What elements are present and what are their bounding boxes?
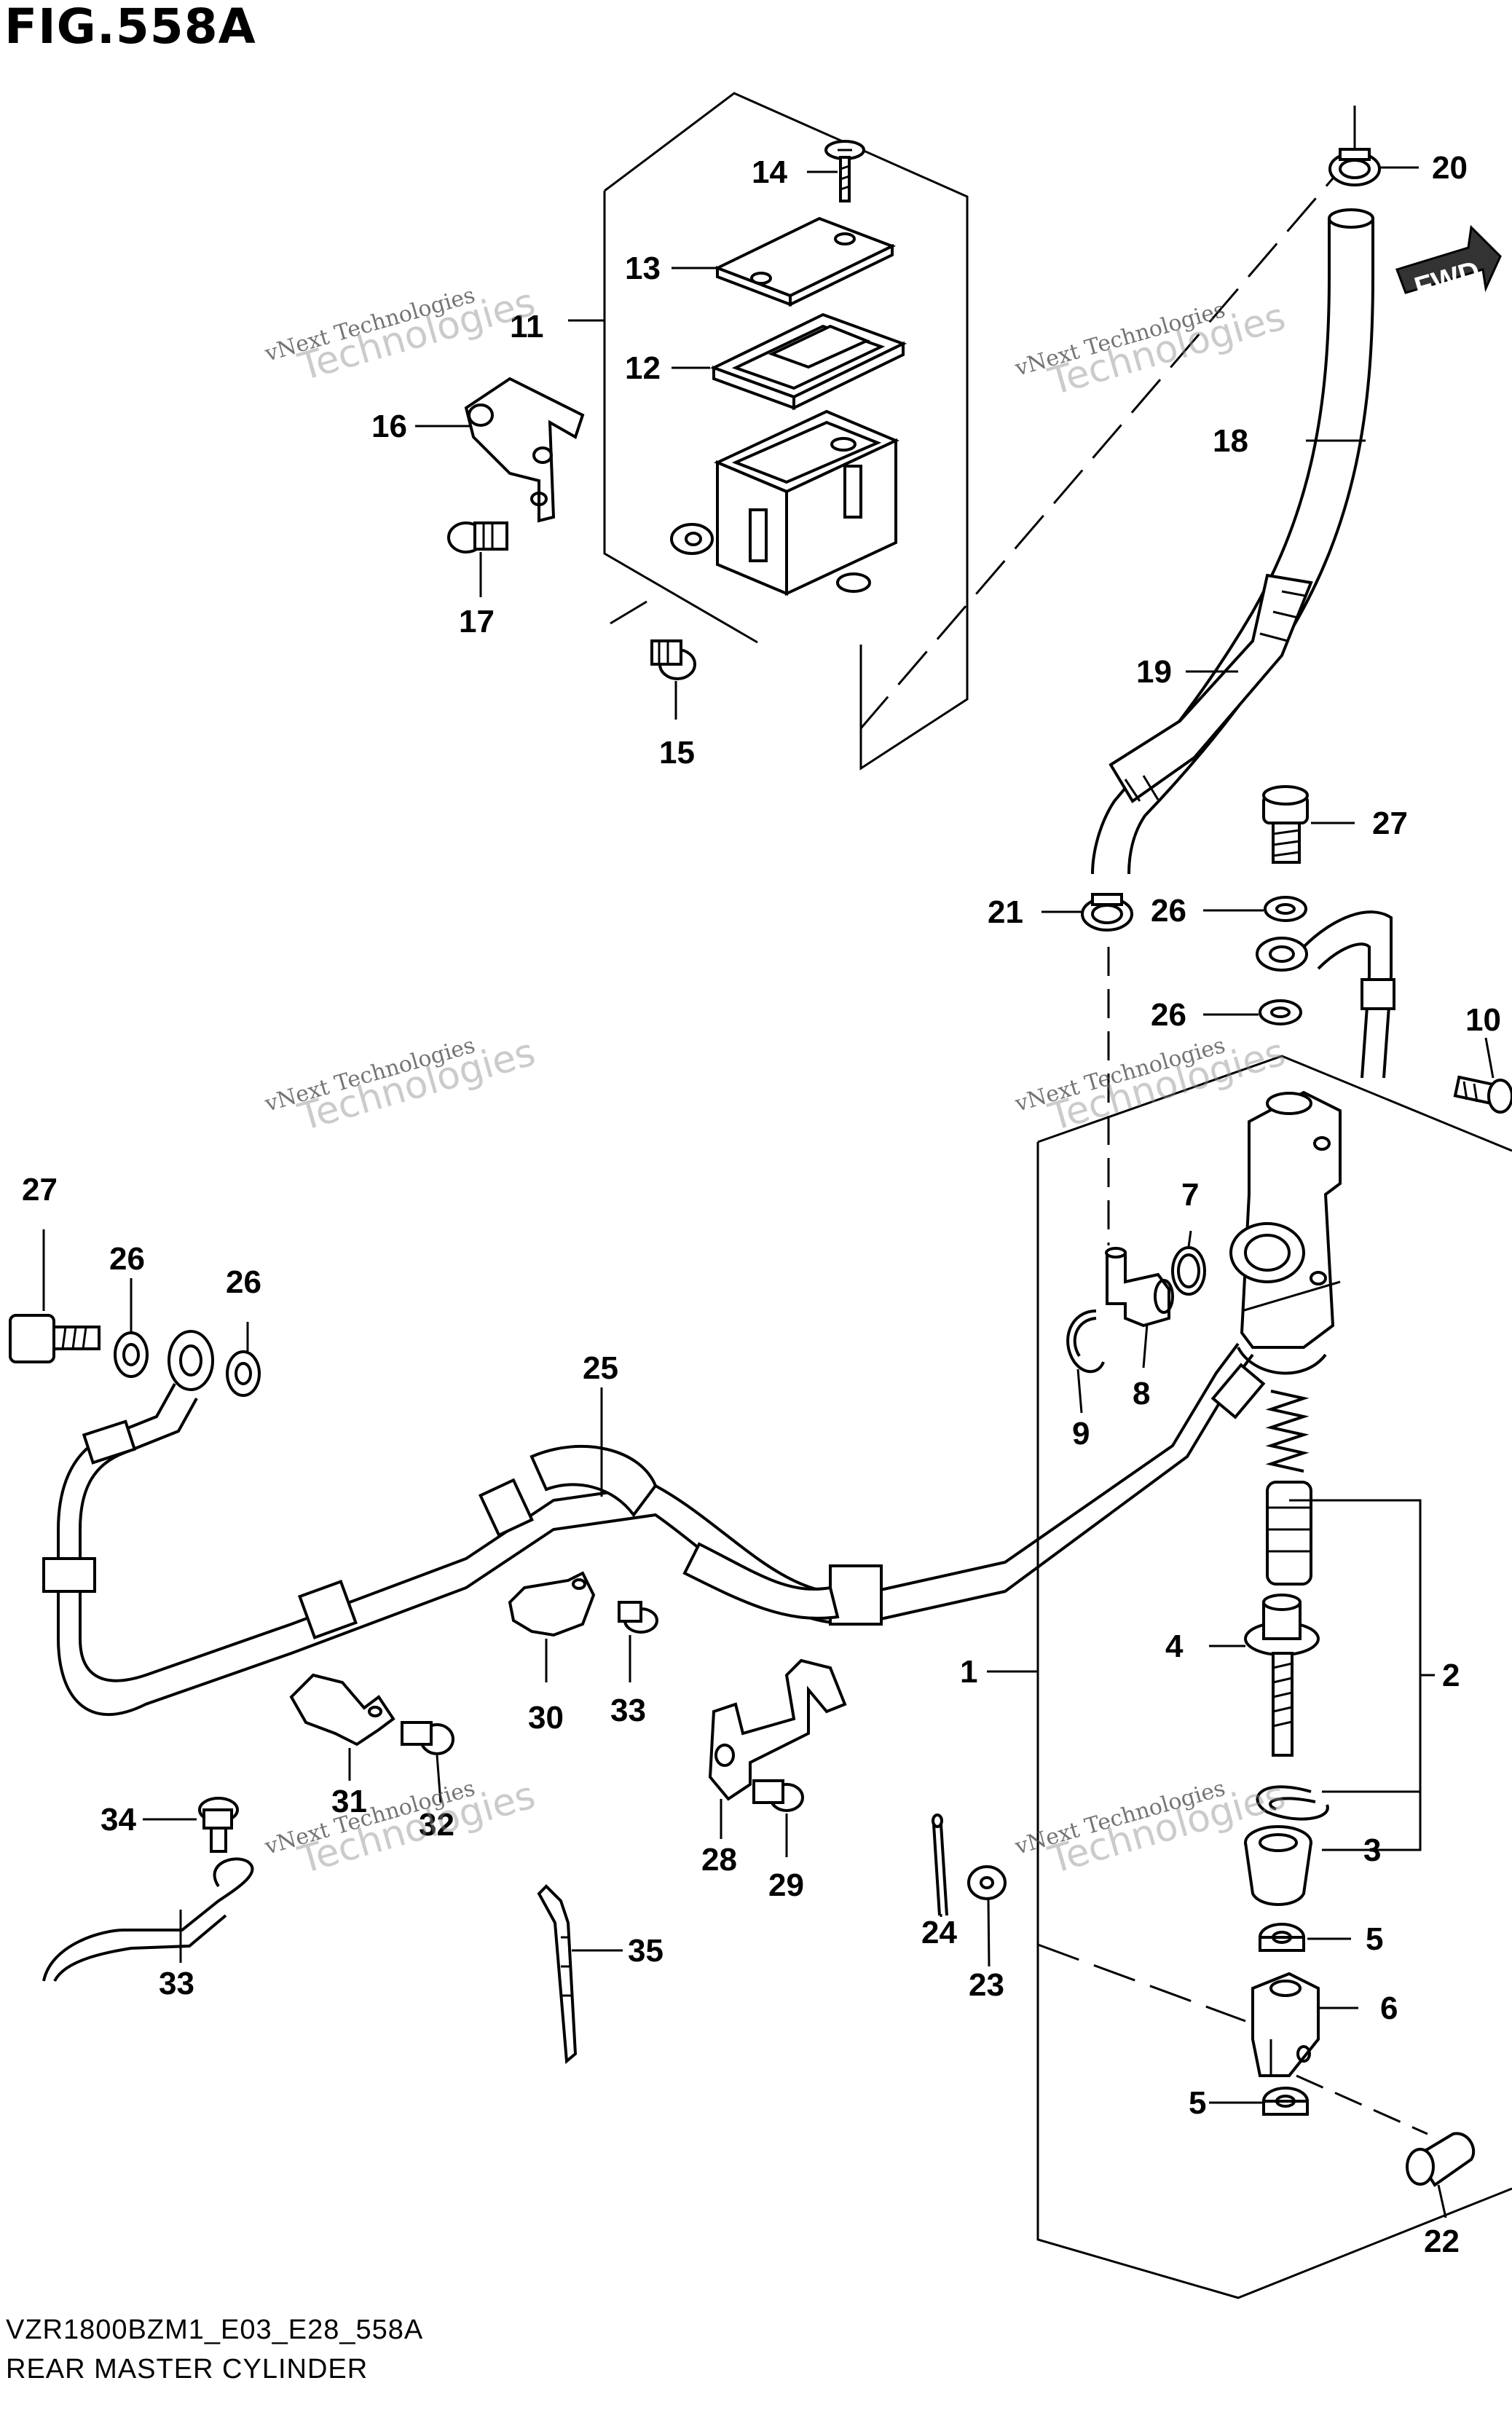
nut-lower [1262, 2087, 1309, 2116]
hose-clamp-lower [1081, 893, 1133, 932]
callout-26-lower-2: 26 [226, 1264, 261, 1300]
hose-clamp-30 [508, 1571, 596, 1637]
union-bolt-upper [1262, 785, 1309, 864]
figure-code: VZR1800BZM1_E03_E28_558A [6, 2315, 424, 2345]
callout-6: 6 [1380, 1990, 1398, 2026]
callout-21: 21 [988, 894, 1023, 930]
hose-clamp-31 [289, 1673, 395, 1746]
cable-tie-35 [537, 1884, 578, 2064]
callout-34: 34 [101, 1802, 136, 1838]
callout-16: 16 [371, 409, 407, 444]
callout-32: 32 [419, 1807, 454, 1843]
master-cylinder-group-outline [1036, 1055, 1512, 2299]
callout-26-upper-2: 26 [1151, 997, 1186, 1033]
callout-33-lower: 33 [159, 1966, 194, 2001]
bolt-34 [198, 1797, 239, 1853]
brake-hose [42, 1330, 1266, 1717]
leader-lines [42, 166, 1495, 2218]
callout-3: 3 [1363, 1832, 1381, 1868]
bolt-29 [752, 1779, 804, 1812]
master-cylinder-body [1229, 1090, 1342, 1375]
callout-19: 19 [1136, 654, 1172, 690]
callout-5-upper: 5 [1366, 1921, 1383, 1957]
reservoir-hose [1091, 208, 1374, 875]
reservoir-tank [670, 409, 899, 596]
clevis-pin [1406, 2132, 1476, 2187]
callout-8: 8 [1133, 1376, 1150, 1411]
callout-24: 24 [921, 1915, 957, 1950]
reservoir-cap [713, 216, 897, 307]
push-rod [1244, 1594, 1320, 1757]
washer-upper-2 [1259, 999, 1302, 1025]
callout-31: 31 [331, 1784, 367, 1819]
washer-lower-1 [114, 1331, 149, 1378]
reservoir-screw [824, 140, 865, 202]
washer-upper-1 [1264, 896, 1307, 922]
callout-30: 30 [528, 1700, 564, 1736]
hose-clamp-upper [1328, 148, 1381, 186]
nut-upper [1259, 1923, 1305, 1952]
callout-26-upper-1: 26 [1151, 893, 1186, 929]
boot [1244, 1825, 1312, 1906]
callout-4: 4 [1165, 1629, 1184, 1664]
figure-title: FIG.558A [4, 0, 256, 55]
callout-18: 18 [1213, 423, 1248, 459]
callout-10: 10 [1465, 1002, 1501, 1038]
washer-23 [967, 1865, 1007, 1900]
banjo-fitting-upper [1256, 910, 1395, 1079]
push-rod-spring [1265, 1390, 1310, 1473]
hose-group-outline [859, 106, 1356, 729]
callout-9: 9 [1072, 1416, 1090, 1452]
callout-35: 35 [628, 1933, 664, 1969]
reservoir-group-outline [568, 92, 969, 771]
fwd-arrow-icon: FWD [1395, 224, 1502, 304]
wire-guide-33 [42, 1857, 254, 1982]
callout-25: 25 [583, 1350, 618, 1386]
bolt-33-upper [618, 1601, 658, 1634]
callout-33-upper: 33 [610, 1693, 646, 1728]
callout-27-upper: 27 [1372, 806, 1408, 841]
reservoir-diaphragm [709, 312, 907, 411]
callout-11: 11 [510, 309, 544, 344]
callout-labels: 14 13 11 12 16 17 15 20 18 19 27 21 26 2… [22, 150, 1501, 2259]
callout-23: 23 [969, 1967, 1004, 2003]
hose-connector [1105, 1247, 1174, 1328]
washer-lower-2 [226, 1350, 261, 1397]
callout-28: 28 [701, 1842, 737, 1878]
clevis [1251, 1972, 1320, 2077]
reservoir-bracket [464, 377, 585, 523]
callout-26-lower-1: 26 [109, 1241, 145, 1277]
callout-27-lower: 27 [22, 1172, 58, 1208]
piston [1266, 1481, 1312, 1586]
reservoir-bolt [650, 639, 696, 680]
circlip [1066, 1310, 1105, 1374]
bracket-bolt [447, 521, 508, 554]
mounting-bolt [1453, 1075, 1512, 1114]
figure-name: REAR MASTER CYLINDER [6, 2354, 369, 2384]
bolt-32 [401, 1721, 454, 1755]
snap-ring [1256, 1785, 1329, 1821]
callout-2: 2 [1442, 1658, 1460, 1693]
callout-13: 13 [625, 251, 661, 286]
callout-20: 20 [1432, 150, 1468, 186]
callout-12: 12 [625, 350, 661, 386]
callout-1: 1 [960, 1654, 977, 1690]
callout-7: 7 [1181, 1177, 1199, 1213]
union-bolt-lower [9, 1314, 101, 1363]
cotter-pin [932, 1814, 948, 1916]
o-ring [1171, 1246, 1206, 1296]
callout-17: 17 [459, 604, 495, 639]
callout-5-lower: 5 [1189, 2085, 1206, 2121]
callout-15: 15 [659, 735, 695, 771]
bracket-28 [708, 1658, 847, 1801]
callout-22: 22 [1424, 2224, 1460, 2259]
callout-29: 29 [768, 1867, 804, 1903]
callout-14: 14 [752, 154, 787, 190]
